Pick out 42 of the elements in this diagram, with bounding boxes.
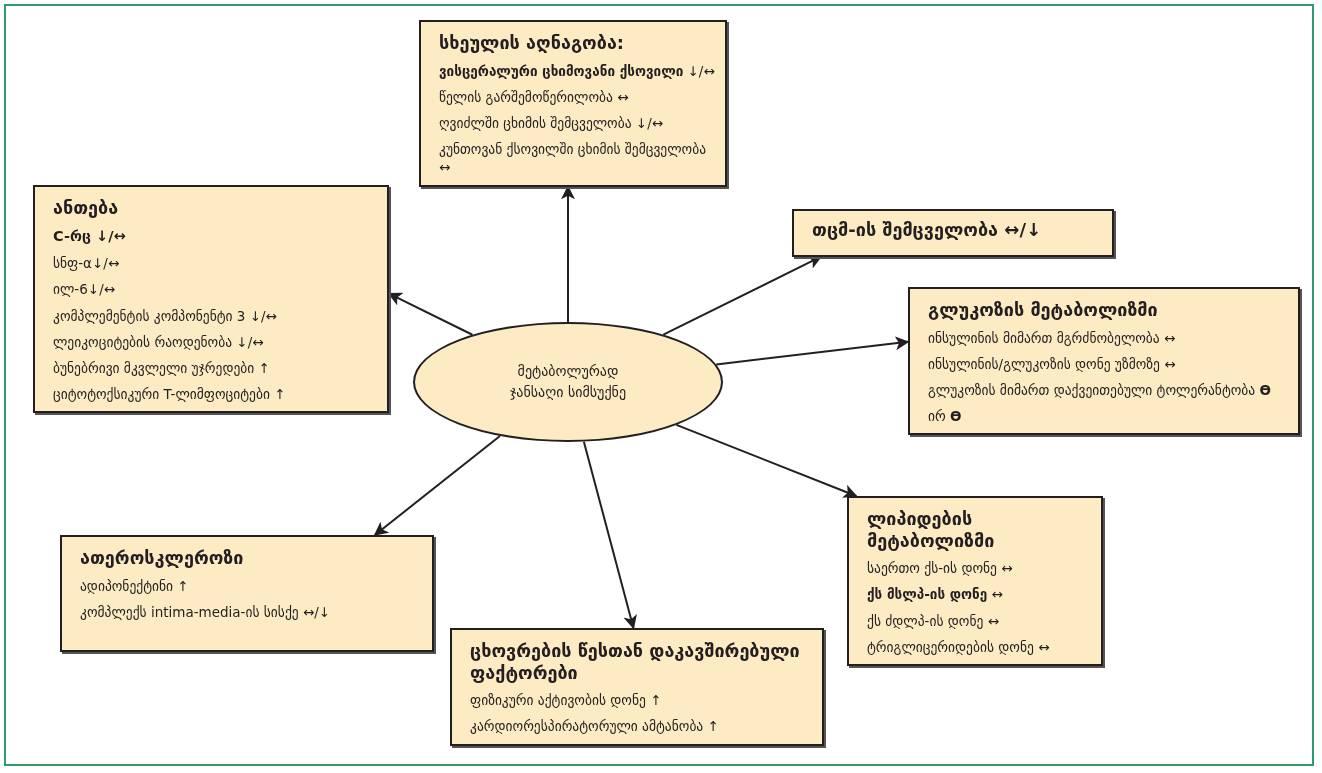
finding-box [33, 185, 389, 414]
finding-item: ღვიძლში ცხიმის შემცველობა ↓/↔ [439, 114, 665, 133]
finding-item: ქს მსლპ-ის დონე ↔ [867, 585, 1004, 604]
finding-item: ბუნებრივი მკვლელი უჯრედები ↑ [53, 359, 271, 378]
finding-box [60, 535, 434, 652]
finding-item: ირ ϴ [928, 407, 963, 426]
box-heading: თცმ-ის შემცველობა ↔/↓ [812, 219, 1043, 241]
finding-item: ილ-6↓/↔ [53, 280, 116, 299]
finding-item: ადიპონექტინი ↑ [80, 576, 190, 595]
finding-item: ციტოტოქსიკური T-ლიმფოციტები ↑ [53, 385, 287, 404]
arrow [715, 336, 910, 366]
finding-item: კომპლემენტის კომპონენტი 3 ↓/↔ [53, 306, 278, 325]
finding-item: ინსულინის/გლუკოზის დონე უზმოზე ↔ [928, 354, 1177, 374]
box-heading: გლუკოზის მეტაბოლიზმი [928, 299, 1159, 321]
center-label: მეტაბოლურად ჯანსაღი სიმსუქნე [509, 362, 627, 402]
finding-box [450, 628, 824, 746]
finding-box [792, 209, 1114, 257]
box-heading: ანთება [53, 197, 120, 219]
finding-item: C-რც ↓/↔ [53, 226, 127, 246]
finding-item: ქს ძდლპ-ის დონე ↔ [867, 611, 1000, 630]
box-heading: ათეროსკლეროზი [80, 547, 245, 569]
finding-box [847, 496, 1103, 667]
arrow [675, 423, 858, 498]
finding-item: კომპლექს intima-media-ის სისქე ↔/↓ [80, 602, 332, 622]
box-heading: ცხოვრების წესთან დაკავშირებული ფაქტორები [470, 640, 801, 684]
finding-item: ტრიგლიცერიდების დონე ↔ [867, 637, 1051, 657]
box-heading: სხეულის აღნაგობა: [439, 32, 626, 54]
finding-item: ფიზიკური აქტივობის დონე ↑ [470, 691, 663, 710]
arrow [373, 434, 501, 536]
arrow [582, 440, 637, 630]
finding-box [908, 287, 1300, 436]
finding-item: კუნთოვან ქსოვილში ცხიმის შემცველობა ↔ [439, 140, 708, 177]
finding-box [419, 20, 727, 187]
finding-item: კარდიორესპირატორული ამტანობა ↑ [470, 717, 720, 736]
box-heading: ლიპიდების მეტაბოლიზმი [867, 508, 996, 552]
finding-item: გლუკოზის მიმართ დაქვეითებული ტოლერანტობა ϴ [928, 381, 1272, 400]
finding-item: სნფ-α↓/↔ [53, 254, 121, 273]
finding-item: ლეიკოციტების რაოდენობა ↓/↔ [53, 332, 265, 352]
finding-item: წელის გარშემოწერილობა ↔ [439, 87, 630, 107]
finding-item: ინსულინის მიმართ მგრძნობელობა ↔ [928, 328, 1177, 347]
finding-item: ვისცერალური ცხიმოვანი ქსოვილი ↓/↔ [439, 61, 715, 80]
finding-item: საერთო ქს-ის დონე ↔ [867, 559, 1014, 578]
